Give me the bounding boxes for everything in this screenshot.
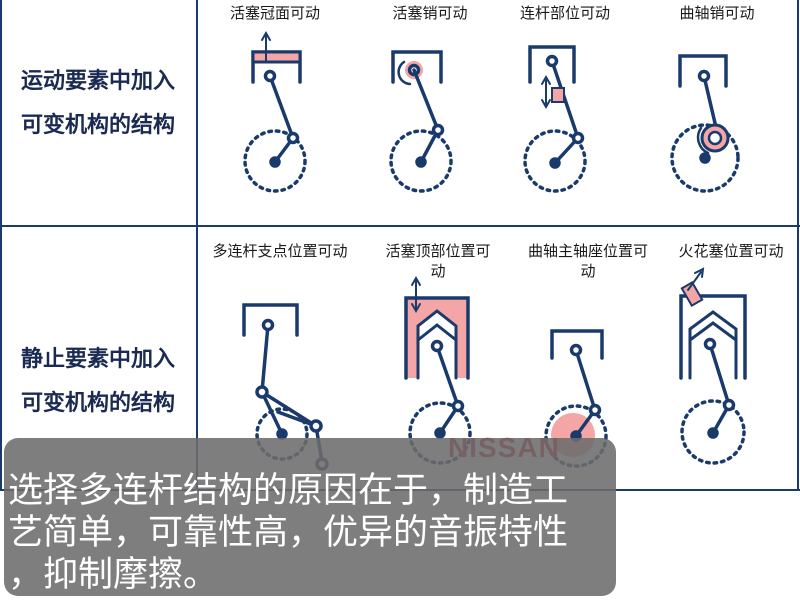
caption-line: 曲轴主轴座位置可 [527, 242, 648, 260]
row-label-line: 运动要素中加入 [20, 69, 175, 94]
caption-line: 活塞顶部位置可 [385, 242, 491, 260]
subtitle-line: 艺简单，可靠性高，优异的音振特性 [8, 513, 569, 553]
subtitle-text: 选择多连杆结构的原因在于，制造工 艺简单，可靠性高，优异的音振特性 ，抑制摩擦。 [8, 470, 608, 596]
subtitle-line: 选择多连杆结构的原因在于，制造工 [8, 471, 569, 511]
caption-crank-pin: 曲轴销可动 [679, 4, 755, 22]
row-label-line: 静止要素中加入 [20, 347, 175, 372]
caption-piston-top: 活塞顶部位置可 动 [372, 241, 504, 281]
row-label-static-elements: 静止要素中加入 可变机构的结构 [0, 338, 196, 426]
caption-multi-link: 多连杆支点位置可动 [212, 242, 348, 260]
caption-line: 动 [430, 262, 446, 280]
caption-main-bearing: 曲轴主轴座位置可 动 [515, 241, 661, 281]
diagram-main-bearing [544, 329, 608, 468]
subtitle-overlay [4, 438, 616, 596]
caption-line: 动 [580, 262, 596, 280]
subtitle-line: ，抑制摩擦。 [8, 555, 219, 595]
caption-connecting-rod: 连杆部位可动 [519, 4, 610, 22]
caption-piston-pin: 活塞销可动 [392, 4, 468, 22]
row-label-line: 可变机构的结构 [20, 113, 175, 138]
caption-piston-crown: 活塞冠面可动 [229, 4, 320, 22]
caption-spark-plug: 火花塞位置可动 [678, 242, 784, 260]
diagram-crank-pin [670, 54, 740, 193]
diagram-cylinder-head [404, 275, 472, 465]
diagram-piston-pin [389, 50, 453, 193]
row-label-moving-elements: 运动要素中加入 可变机构的结构 [0, 60, 196, 148]
row-label-line: 可变机构的结构 [20, 391, 175, 416]
diagram-spark-plug [679, 267, 747, 465]
diagram-multi-link [242, 303, 329, 471]
diagram-piston-crown [243, 30, 307, 193]
diagram-connecting-rod [523, 45, 587, 193]
